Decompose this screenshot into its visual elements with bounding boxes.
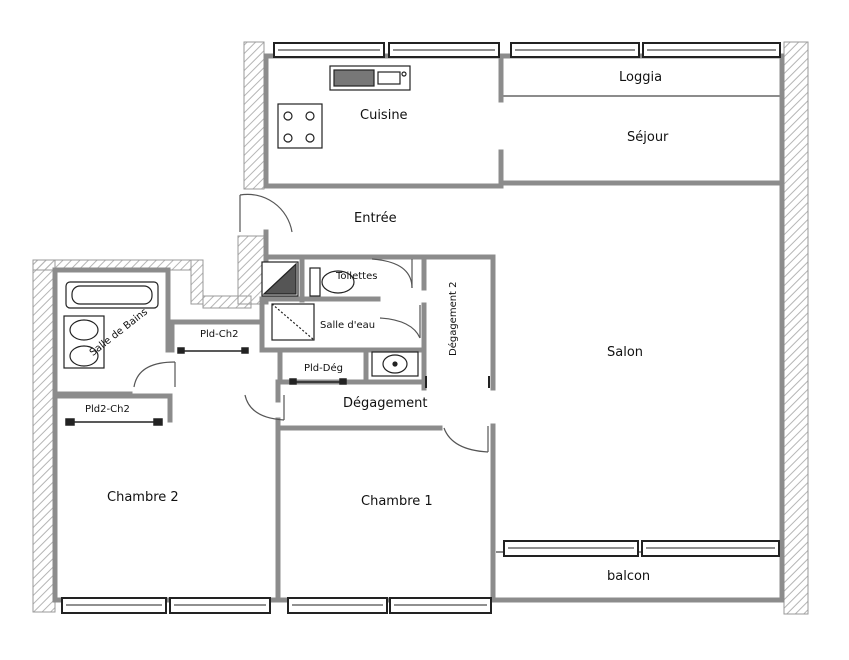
room-label-chambre-2: Chambre 2 (107, 490, 179, 505)
room-label-degagement: Dégagement (343, 396, 428, 411)
double-sink-icon (63, 315, 105, 369)
room-label-pld-deg: Pld-Dég (304, 363, 343, 374)
doors (133, 193, 490, 453)
room-label-salon: Salon (607, 345, 644, 360)
room-label-balcon: balcon (607, 569, 651, 584)
shower-icon (261, 261, 299, 297)
room-label-cuisine: Cuisine (360, 108, 408, 123)
shower-tray-icon (271, 303, 315, 341)
window-sills (66, 49, 776, 606)
room-label-degagement-2: Dégagement 2 (448, 281, 459, 356)
room-label-entree: Entrée (354, 211, 397, 226)
room-label-loggia: Loggia (619, 70, 663, 85)
stove-icon (277, 103, 323, 149)
closet-doors (65, 347, 347, 426)
room-label-chambre-1: Chambre 1 (361, 494, 433, 509)
exterior-walls-hatched (32, 41, 809, 615)
room-label-pld2-ch2: Pld2-Ch2 (85, 404, 130, 415)
bathtub-icon (65, 281, 159, 309)
room-label-toilettes: Toilettes (336, 271, 378, 282)
washbasin-icon (371, 351, 419, 377)
walls (52, 53, 785, 603)
kitchen-sink-icon (329, 65, 411, 91)
room-label-pld-ch2: Pld-Ch2 (200, 329, 239, 340)
toilet-icon (309, 267, 355, 297)
room-label-sejour: Séjour (627, 130, 669, 145)
room-label-salle-eau: Salle d'eau (320, 320, 376, 331)
